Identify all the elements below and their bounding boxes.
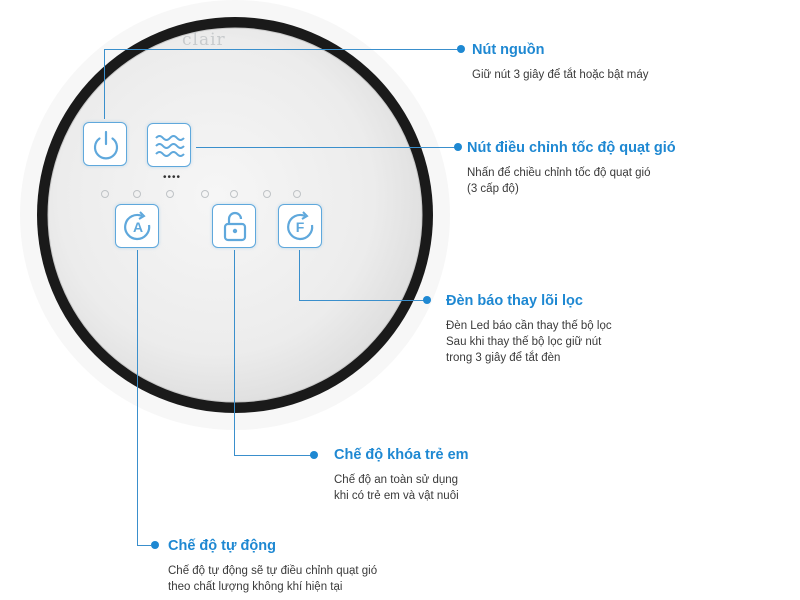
fan-speed-button[interactable] bbox=[147, 123, 191, 167]
svg-text:A: A bbox=[133, 219, 143, 235]
callout-filter-desc-3: trong 3 giây để tắt đèn bbox=[446, 352, 561, 364]
child-lock-button[interactable] bbox=[212, 204, 256, 248]
callout-child-lock: Chế độ khóa trẻ em Chế độ an toàn sử dụn… bbox=[334, 447, 469, 504]
power-callout-dot bbox=[457, 45, 465, 53]
extra-led bbox=[293, 190, 301, 198]
power-icon bbox=[93, 130, 119, 160]
svg-text:F: F bbox=[296, 219, 305, 235]
auto-callout-dot bbox=[151, 541, 159, 549]
callout-power: Nút nguồn Giữ nút 3 giây để tắt hoặc bật… bbox=[472, 42, 648, 83]
power-led bbox=[101, 190, 109, 198]
callout-auto-title: Chế độ tự động bbox=[168, 538, 276, 554]
callout-auto-desc-2: theo chất lượng không khí hiện tại bbox=[168, 581, 343, 593]
padlock-icon bbox=[223, 211, 247, 242]
auto-connector bbox=[137, 250, 138, 545]
auto-mode-A-icon: A bbox=[124, 211, 151, 241]
lock-callout-dot bbox=[310, 451, 318, 459]
brand-logo: clair bbox=[182, 30, 226, 50]
callout-power-title: Nút nguồn bbox=[472, 42, 545, 58]
filter-F-icon: F bbox=[287, 211, 314, 241]
auto-connector-h bbox=[137, 545, 152, 546]
auto-led bbox=[133, 190, 141, 198]
power-button[interactable] bbox=[83, 122, 127, 166]
callout-fan-desc-2: (3 cấp độ) bbox=[467, 183, 519, 195]
lock-connector-v bbox=[234, 250, 235, 455]
callout-auto-desc-1: Chế độ tự động sẽ tự điều chỉnh quạt gió bbox=[168, 565, 378, 577]
callout-lock-desc-2: khi có trẻ em và vật nuôi bbox=[334, 490, 459, 502]
callout-fan-desc-1: Nhấn để chiều chỉnh tốc độ quạt gió bbox=[467, 167, 651, 179]
callout-auto: Chế độ tự động Chế độ tự động sẽ tự điều… bbox=[168, 538, 377, 595]
callout-power-desc-1: Giữ nút 3 giây để tắt hoặc bật máy bbox=[472, 69, 649, 81]
filter-callout-dot bbox=[423, 296, 431, 304]
speed-led bbox=[166, 190, 174, 198]
speed-indicator-dots: •••• bbox=[163, 172, 182, 183]
callout-filter-desc-2: Sau khi thay thế bộ lọc giữ nút bbox=[446, 336, 602, 348]
callout-fan-speed: Nút điều chỉnh tốc độ quạt gió Nhấn để c… bbox=[467, 140, 676, 197]
filter-button[interactable]: F bbox=[278, 204, 322, 248]
power-connector-v bbox=[104, 49, 105, 119]
callout-lock-desc-1: Chế độ an toàn sử dụng bbox=[334, 474, 459, 486]
callout-lock-title: Chế độ khóa trẻ em bbox=[334, 447, 469, 463]
callout-filter: Đèn báo thay lõi lọc Đèn Led báo cần tha… bbox=[446, 293, 612, 366]
timer-led bbox=[201, 190, 209, 198]
power-connector-h bbox=[104, 49, 460, 50]
callout-filter-title: Đèn báo thay lõi lọc bbox=[446, 293, 583, 309]
fan-connector bbox=[196, 147, 456, 148]
callout-filter-desc-1: Đèn Led báo cần thay thế bộ lọc bbox=[446, 320, 612, 332]
auto-mode-button[interactable]: A bbox=[115, 204, 159, 248]
filter-connector-h bbox=[299, 300, 424, 301]
lock-connector-h bbox=[234, 455, 312, 456]
wind-waves-icon bbox=[155, 135, 185, 157]
filter-led bbox=[263, 190, 271, 198]
callout-fan-title: Nút điều chỉnh tốc độ quạt gió bbox=[467, 140, 676, 156]
fan-callout-dot bbox=[454, 143, 462, 151]
lock-led bbox=[230, 190, 238, 198]
filter-connector-v bbox=[299, 250, 300, 300]
